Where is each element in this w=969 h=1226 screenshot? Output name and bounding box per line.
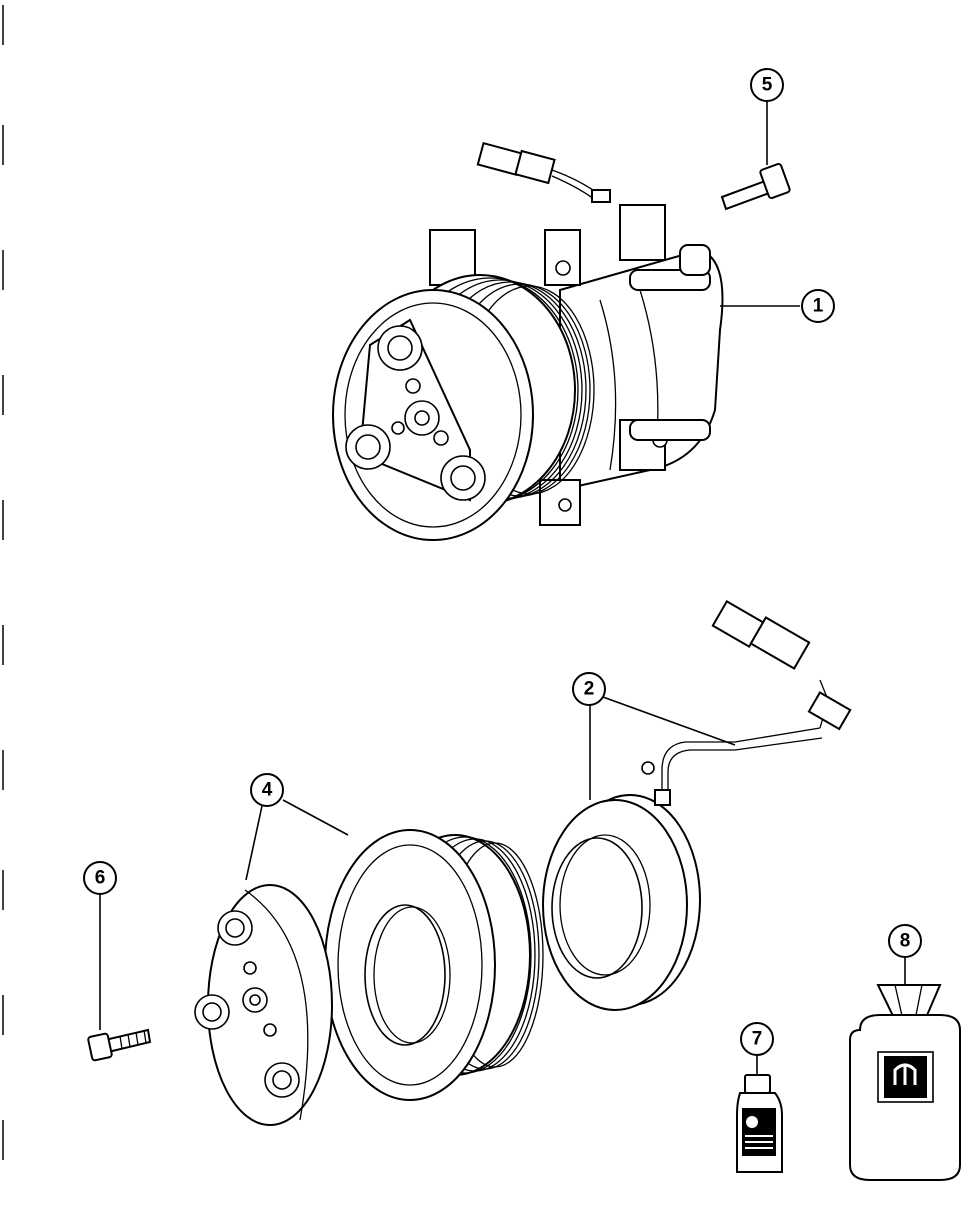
- oil-bottle: [736, 1074, 783, 1173]
- callout-8: 8: [888, 924, 922, 958]
- pulley-and-clutch: [194, 829, 544, 1126]
- callout-5: 5: [750, 68, 784, 102]
- callout-label: 8: [900, 931, 911, 952]
- bolt-lower: [87, 1028, 152, 1062]
- callout-label: 6: [95, 868, 106, 889]
- callout-6: 6: [83, 861, 117, 895]
- callout-label: 7: [752, 1029, 763, 1050]
- bolt-upper: [720, 162, 791, 211]
- field-coil: [542, 600, 852, 1011]
- compressor-assembly: [332, 141, 724, 541]
- callout-label: 2: [584, 679, 595, 700]
- callout-2: 2: [572, 672, 606, 706]
- callout-7: 7: [740, 1022, 774, 1056]
- callout-label: 4: [262, 780, 273, 801]
- callout-label: 5: [762, 75, 773, 96]
- callout-1: 1: [801, 289, 835, 323]
- callout-4: 4: [250, 773, 284, 807]
- leader-lines: [99, 101, 906, 1075]
- callout-label: 1: [813, 296, 824, 317]
- refrigerant-canister: [849, 984, 961, 1181]
